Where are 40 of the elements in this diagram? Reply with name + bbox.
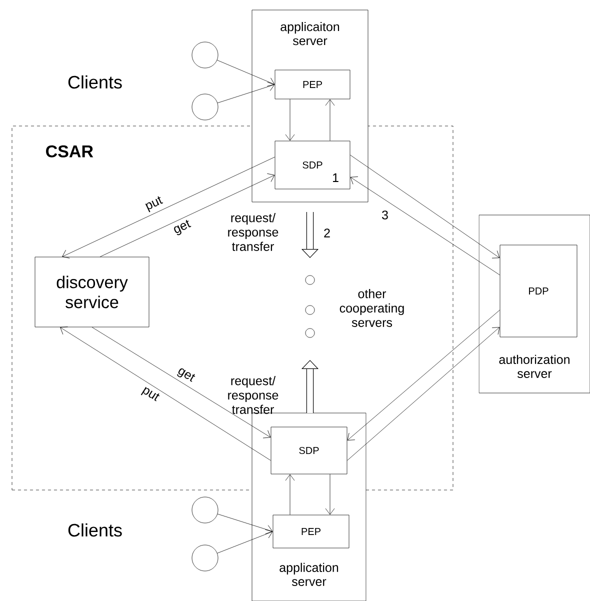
circle — [305, 328, 315, 338]
arrow — [217, 529, 273, 554]
arrow — [217, 514, 273, 534]
circle — [305, 275, 315, 285]
component-box: PEP — [274, 70, 350, 100]
circle — [305, 305, 315, 315]
step-number: 2 — [324, 228, 330, 238]
circle — [192, 544, 218, 572]
edge-label: get — [177, 368, 196, 382]
arrow — [325, 474, 335, 515]
arrow — [350, 154, 500, 258]
arrow — [60, 326, 271, 461]
arrow — [100, 173, 275, 257]
label: request/ response transfer — [228, 376, 278, 414]
edge-label: get — [174, 220, 192, 236]
label: request/ response transfer — [228, 213, 278, 251]
step-number: 3 — [382, 210, 388, 220]
edge-label: put — [140, 386, 160, 402]
label: Clients — [68, 523, 122, 537]
arrow — [350, 176, 500, 276]
arrow — [285, 99, 295, 141]
component-box: SDP — [270, 426, 348, 474]
arrow — [92, 327, 271, 438]
arrow — [62, 156, 275, 258]
edge-label: put — [145, 196, 164, 212]
arrow — [285, 474, 295, 515]
arrow — [325, 99, 335, 141]
arrow — [217, 82, 275, 104]
circle — [192, 42, 218, 68]
arrow — [347, 327, 500, 461]
label: other cooperating servers — [340, 289, 404, 327]
component-box: discovery service — [34, 256, 150, 328]
component-box: SDP 1 — [274, 140, 350, 190]
component-box: PEP — [272, 514, 350, 548]
circle — [192, 94, 218, 120]
component-box: PDP — [500, 244, 578, 338]
label: Clients — [68, 75, 122, 89]
arrow — [347, 310, 500, 440]
circle — [192, 496, 218, 524]
arrow — [216, 60, 275, 86]
